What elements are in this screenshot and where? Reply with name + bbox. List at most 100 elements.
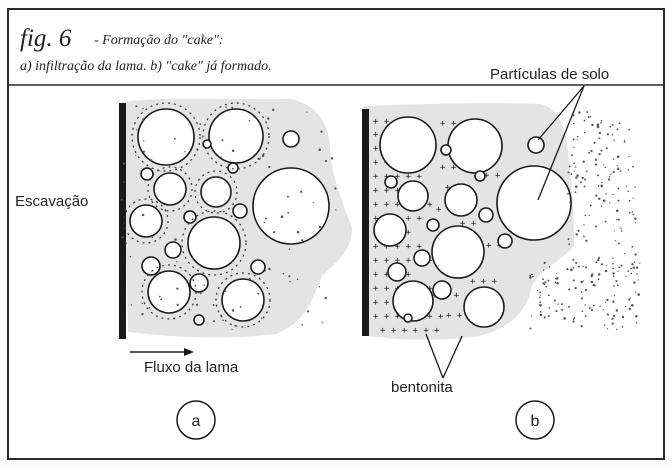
fine-grain [134, 154, 137, 157]
fine-grain [617, 199, 620, 202]
fine-grain [264, 270, 267, 272]
fine-grain [572, 114, 575, 117]
fine-grain [618, 266, 621, 269]
fine-grain [636, 273, 638, 275]
fine-grain [576, 174, 579, 177]
soil-particle [413, 249, 431, 267]
fine-grain [598, 131, 602, 135]
fine-grain [583, 280, 585, 282]
fine-grain [231, 149, 235, 152]
fine-grain [569, 201, 571, 203]
fine-grain [142, 150, 146, 153]
fine-grain [248, 277, 251, 281]
fine-grain [335, 209, 337, 211]
fine-grain [572, 122, 575, 125]
fine-grain [590, 308, 594, 312]
fine-grain [620, 230, 623, 232]
fine-grain [631, 263, 634, 266]
fine-grain [620, 264, 623, 267]
fine-grain [576, 139, 578, 141]
soil-particle [208, 108, 264, 164]
fine-grain [318, 286, 321, 288]
fine-grain [261, 154, 265, 157]
fine-grain [626, 185, 628, 187]
fine-grain [620, 227, 622, 230]
fine-grain [161, 175, 163, 177]
fine-grain [122, 162, 126, 165]
fine-grain [607, 178, 611, 181]
fine-grain [529, 327, 532, 330]
fine-grain [548, 294, 550, 297]
svg-text:+ +: + + [460, 219, 477, 229]
fine-grain [212, 320, 216, 323]
soil-particle [250, 259, 266, 275]
fine-grain [574, 191, 577, 194]
svg-text:+ +: + + [484, 171, 501, 181]
fine-grain [221, 139, 224, 142]
fine-grain [605, 193, 607, 195]
fine-grain [598, 197, 601, 201]
svg-text:+ + +: + + + [373, 186, 401, 196]
fine-grain [532, 275, 534, 278]
fine-grain [582, 265, 584, 268]
fine-grain [592, 283, 595, 287]
fine-grain [588, 307, 591, 309]
fine-grain [567, 215, 569, 217]
soil-particle [252, 167, 330, 245]
fine-grain [583, 131, 586, 134]
fine-grain [135, 105, 138, 108]
fine-grain [588, 151, 590, 154]
fine-soil-grains [120, 105, 641, 331]
soil-particle [384, 175, 398, 189]
fine-grain [271, 108, 275, 112]
soil-particle [227, 162, 239, 174]
fine-grain [613, 230, 615, 232]
fine-grain [268, 267, 271, 271]
fine-grain [628, 128, 631, 131]
fine-grain [539, 304, 542, 307]
fine-grain [628, 199, 631, 202]
soil-particle [497, 233, 513, 249]
fine-grain [627, 190, 629, 192]
svg-text:+ + + + +: + + + + + [373, 242, 422, 252]
bentonite-label: bentonita [391, 379, 453, 396]
fine-grain [572, 320, 575, 323]
fine-grain [584, 288, 588, 292]
fine-grain [574, 185, 578, 188]
fine-grain [623, 253, 626, 255]
fine-grain [611, 134, 614, 136]
fine-grain [631, 211, 634, 213]
fine-grain [125, 242, 127, 244]
fine-grain [627, 270, 630, 273]
fine-grain [612, 193, 614, 196]
particles-leader-large [537, 85, 585, 201]
fine-grain [143, 140, 145, 142]
fine-grain [609, 202, 611, 204]
fine-grain [160, 298, 163, 301]
fine-grain [583, 185, 586, 188]
fine-grain [195, 303, 199, 306]
fine-grain [529, 276, 532, 279]
soil-particle [403, 313, 413, 323]
excavation-wall-b [362, 109, 369, 336]
fine-grain [616, 167, 620, 170]
fine-grain [547, 279, 550, 282]
fine-grain [573, 146, 575, 149]
fine-grain [602, 309, 604, 311]
fine-grain [600, 205, 602, 207]
fine-grain [572, 318, 575, 320]
fine-grain [582, 176, 584, 179]
fine-grain [289, 280, 291, 283]
fine-grain [597, 273, 601, 276]
fine-grain [220, 314, 223, 317]
svg-text:+ +: + + [373, 117, 390, 127]
svg-text:+ +: + + [486, 241, 503, 251]
soil-particle [141, 256, 161, 276]
soil-particles-b [373, 116, 572, 328]
fine-grain [130, 304, 133, 306]
fine-grain [606, 313, 610, 316]
fine-grain [605, 147, 608, 150]
soil-particle [387, 262, 407, 282]
fine-grain [151, 235, 154, 238]
